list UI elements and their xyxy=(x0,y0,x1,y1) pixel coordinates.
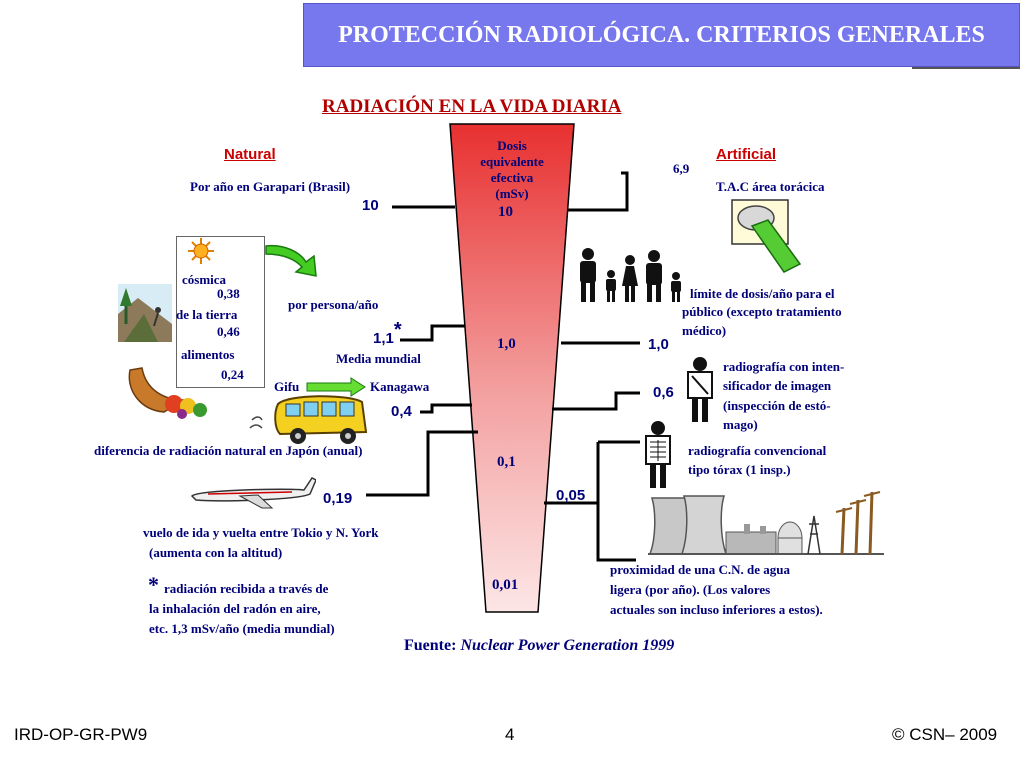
cosmica-value: 0,38 xyxy=(217,286,240,301)
green-arrow-icon xyxy=(265,244,317,277)
japan-value: 0,4 xyxy=(391,403,412,420)
flight-value: 0,19 xyxy=(323,490,353,507)
limit-line3: médico) xyxy=(682,323,727,338)
cosmica-label: cósmica xyxy=(182,272,227,287)
kanagawa-label: Kanagawa xyxy=(370,379,430,394)
world-avg-asterisk: * xyxy=(393,319,402,341)
scale-caption-line: equivalente xyxy=(480,154,544,169)
per-person-label: por persona/año xyxy=(288,297,379,312)
xray-conv-line2: tipo tórax (1 insp.) xyxy=(688,462,791,477)
xray-int-line1: radiografía con inten- xyxy=(723,359,845,374)
garapari-label: Por año en Garapari (Brasil) xyxy=(190,179,351,194)
garapari-value: 10 xyxy=(362,197,379,214)
scale-caption-line: Dosis xyxy=(497,138,527,153)
tac-value: 6,9 xyxy=(673,161,690,176)
tac-label: T.A.C área torácica xyxy=(716,179,825,194)
note-asterisk: * xyxy=(148,572,159,597)
flight-line1: vuelo de ida y vuelta entre Tokio y N. Y… xyxy=(143,525,379,540)
page-title: PROTECCIÓN RADIOLÓGICA. CRITERIOS GENERA… xyxy=(338,22,985,48)
xray-conv-line1: radiografía convencional xyxy=(688,443,827,458)
mountain-hiker-icon xyxy=(118,284,172,342)
bus-icon xyxy=(249,395,368,444)
alimentos-value: 0,24 xyxy=(221,367,244,382)
limit-value: 1,0 xyxy=(648,336,669,353)
gifu-label: Gifu xyxy=(274,379,300,394)
ct-scanner-icon xyxy=(731,199,802,273)
scale-tick-10: 10 xyxy=(498,204,513,220)
xray-int-line4: mago) xyxy=(723,417,758,432)
npp-line1: proximidad de una C.N. de agua xyxy=(610,562,790,577)
cornucopia-icon xyxy=(128,367,207,419)
note-line3: etc. 1,3 mSv/año (media mundial) xyxy=(149,621,335,636)
title-banner: PROTECCIÓN RADIOLÓGICA. CRITERIOS GENERA… xyxy=(303,3,1020,67)
natural-heading: Natural xyxy=(224,146,276,163)
scale-caption-line: (mSv) xyxy=(495,186,529,201)
natural-breakdown-box xyxy=(176,236,265,388)
npp-value: 0,05 xyxy=(556,487,586,504)
scale-caption: Dosis equivalente efectiva (mSv) xyxy=(470,138,554,202)
xray-int-line2: sificador de imagen xyxy=(723,378,832,393)
scale-tick-0-01: 0,01 xyxy=(492,577,519,593)
sun-icon xyxy=(188,238,214,264)
limit-line2: público (excepto tratamiento xyxy=(682,304,842,319)
nuclear-plant-icon xyxy=(648,491,884,555)
npp-line3: actuales son incluso inferiores a estos)… xyxy=(610,602,823,617)
world-avg-value: 1,1* xyxy=(373,319,402,349)
tierra-value: 0,46 xyxy=(217,324,240,339)
airplane-icon xyxy=(190,477,316,509)
source-title: Nuclear Power Generation 1999 xyxy=(460,637,675,654)
xray-int-value: 0,6 xyxy=(653,384,674,401)
artificial-heading: Artificial xyxy=(716,146,777,163)
limit-line1: límite de dosis/año para el xyxy=(690,286,835,301)
xray-conventional-icon xyxy=(645,421,671,488)
note-line1: radiación recibida a través de xyxy=(164,581,329,596)
source-line: Fuente: Nuclear Power Generation 1999 xyxy=(404,637,674,655)
dose-scale-funnel xyxy=(449,123,575,613)
xray-intensifier-icon xyxy=(687,357,713,422)
subtitle: RADIACIÓN EN LA VIDA DIARIA xyxy=(322,96,622,117)
tierra-label: de la tierra xyxy=(176,307,238,322)
gifu-kanagawa-arrow-icon xyxy=(306,377,366,397)
flight-line2: (aumenta con la altitud) xyxy=(149,545,283,560)
footer-copyright: © CSN– 2009 xyxy=(892,725,998,744)
note-line2: la inhalación del radón en aire, xyxy=(149,601,321,616)
scale-tick-0-1: 0,1 xyxy=(497,454,516,470)
title-shadow xyxy=(912,67,1020,69)
xray-int-line3: (inspección de estó- xyxy=(723,398,831,413)
japan-diff-label: diferencia de radiación natural en Japón… xyxy=(94,443,363,458)
family-icon xyxy=(580,248,681,302)
footer-page-number: 4 xyxy=(505,725,515,744)
alimentos-label: alimentos xyxy=(181,347,235,362)
scale-caption-line: efectiva xyxy=(490,170,534,185)
scale-tick-1: 1,0 xyxy=(497,336,516,352)
world-avg-label: Media mundial xyxy=(336,351,421,366)
source-label: Fuente: xyxy=(404,637,457,654)
npp-line2: ligera (por año). (Los valores xyxy=(610,582,771,597)
world-avg-number: 1,1 xyxy=(373,330,394,347)
footer-code: IRD-OP-GR-PW9 xyxy=(14,725,148,744)
